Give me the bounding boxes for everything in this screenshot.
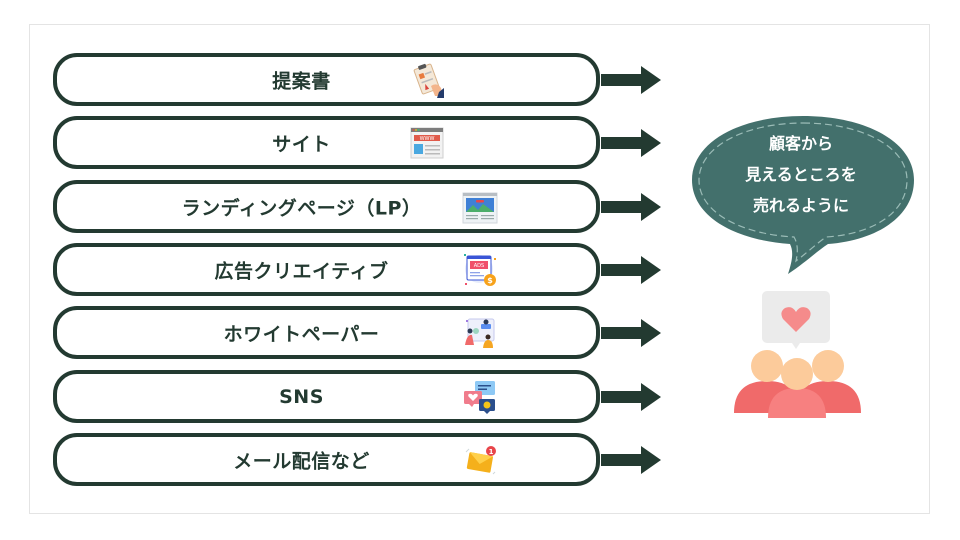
arrow-right-icon: [601, 446, 661, 474]
email-icon: 1: [465, 445, 496, 474]
item-label: ホワイトペーパー: [223, 323, 380, 345]
bubble-line: 顧客から: [768, 134, 833, 153]
item-label: 提案書: [272, 70, 331, 92]
item-website: サイト WWW: [53, 116, 600, 169]
arrow-right-icon: [601, 383, 661, 411]
bubble-line: 見えるところを: [745, 165, 857, 184]
www-text: WWW: [420, 136, 435, 142]
sns-chat-icon: [464, 380, 495, 414]
item-ad-creative: 広告クリエイティブ ADS $: [53, 243, 600, 296]
speech-bubble: [692, 116, 914, 274]
arrow-right-icon: [601, 66, 661, 94]
ads-text: ADS: [474, 263, 484, 269]
arrow-right-icon: [601, 256, 661, 284]
item-sns: SNS: [53, 370, 600, 423]
item-label: SNS: [279, 385, 324, 408]
arrow-right-icon: [601, 193, 661, 221]
dollar-text: $: [487, 276, 493, 285]
item-landing-page: ランディングページ（LP）: [53, 180, 600, 233]
bubble-line: 売れるように: [752, 196, 849, 215]
item-label: メール配信など: [233, 450, 370, 472]
ad-creative-icon: ADS $: [464, 253, 496, 286]
proposal-document-icon: [413, 63, 444, 98]
customers-heart-icon: [734, 291, 861, 418]
mail-badge-count: 1: [489, 448, 494, 456]
item-proposal: 提案書: [53, 53, 600, 106]
item-email: メール配信など 1: [53, 433, 600, 486]
arrow-right-icon: [601, 319, 661, 347]
bubble-text: 顧客から 見えるところを 売れるように: [688, 128, 914, 221]
item-label: サイト: [272, 133, 331, 155]
landing-page-icon: [462, 192, 498, 223]
item-whitepaper: ホワイトペーパー: [53, 306, 600, 359]
arrow-right-icon: [601, 129, 661, 157]
website-icon: WWW: [410, 127, 444, 158]
item-label: ランディングページ（LP）: [181, 197, 422, 219]
item-label: 広告クリエイティブ: [214, 260, 389, 282]
whitepaper-icon: [465, 318, 495, 348]
